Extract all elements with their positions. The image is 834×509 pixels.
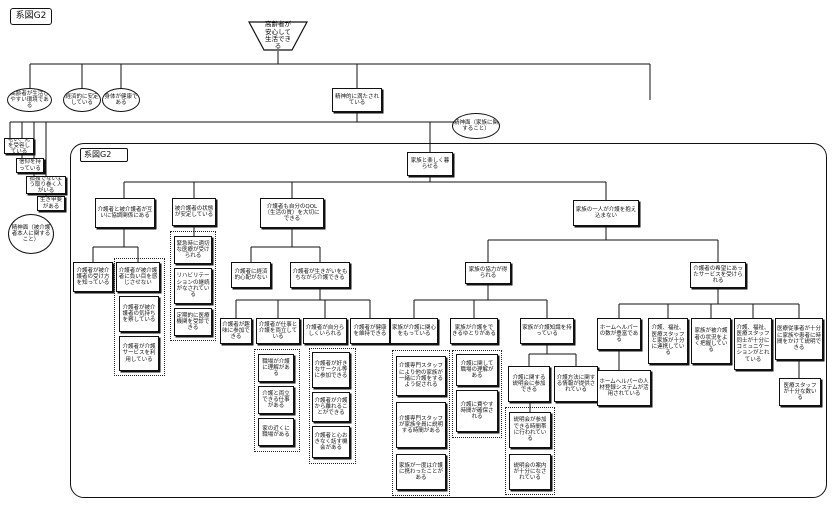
node-side-2: 信仰を持っている (16, 158, 44, 173)
node-stb-1: 緊急時に適切な医療が受けられる (174, 236, 212, 264)
group-work (254, 349, 300, 452)
node-sv-5: 医療従事者が十分に家族や患者に時間をかけて説明できる (775, 318, 823, 360)
top-goal-node: 高齢者が安心して生活できる (248, 20, 308, 51)
node-parent-b: 経済的に安定している (63, 88, 101, 112)
node-svc: 介護者の希望にあったサービスを受けられる (690, 262, 746, 288)
node-work-2: 介護と両立できる仕事がある (258, 386, 294, 414)
node-cat-stable: 被介護者の状態が安定している (172, 198, 216, 226)
node-self-1: 介護者が好きなサークル等に参加できる (312, 352, 350, 388)
group-stable (170, 231, 216, 341)
trapezoid-shape (248, 21, 308, 51)
group-rel-feel (114, 258, 165, 376)
group-c3-a (505, 407, 555, 495)
node-spirit: 精神面（家族に関すること） (452, 113, 500, 139)
node-parent-c: 身体が健康である (102, 88, 140, 112)
node-life-work: 介護者が仕事と介護を両立している (256, 318, 300, 344)
group-co-2 (452, 350, 502, 438)
node-qol-life: 介護者が生きがいをもちながら介護できる (290, 262, 350, 288)
node-mental: 精神的に満たされている (332, 88, 382, 112)
node-qol-econ: 介護者に経済的心配がない (231, 262, 271, 288)
node-co-3: 家族が介護知識を持っている (520, 318, 574, 344)
group-self (309, 348, 356, 464)
node-c1-c: 家族が一度は介護に携わったことがある (396, 454, 446, 490)
node-c2-b: 介護に費やす時間が確保される (456, 390, 498, 432)
group-co-1 (392, 350, 450, 496)
node-self-2: 介護者が介護から離れることができる (312, 392, 350, 422)
inner-figure-label: 系図G2 (80, 148, 128, 162)
node-work-1: 職場が介護に理解がある (258, 354, 294, 382)
node-sv-3: 家族が被介護者の状況をよく把握している (691, 318, 731, 364)
inner-frame (70, 143, 827, 498)
node-parent-a: 高齢者が生活しやすい環境である (7, 88, 52, 112)
node-work-3: 家の近くに職場がある (258, 418, 294, 446)
node-stb-3: 定期的に医療機関を受診できる (174, 308, 212, 336)
node-c1-b: 介護専門スタッフが家族全員に説明する時間がある (396, 402, 446, 448)
node-side-3: 孤独でないよう取り巻く人がいる (26, 176, 66, 194)
node-cat-alone: 家族の一人が介護を抱え込まない (573, 200, 639, 226)
node-rel-feel-2: 介護者が介護サービスを利用している (119, 336, 159, 371)
node-stb-2: リハビリテーションの継続がなされている (174, 268, 212, 304)
node-side-4: 生き甲斐がある (37, 196, 65, 211)
node-c3-a1: 説明会が参加できる時間帯に行われている (509, 412, 551, 448)
node-co-1: 家族が介護に関心をもっている (390, 318, 438, 344)
node-mental-self: 精神面（被介護者本人に関すること） (8, 214, 54, 254)
node-sv-5a: 医療スタッフが十分な数いる (779, 378, 821, 406)
node-c3-a2: 説明会の案内が十分になされている (509, 454, 551, 490)
node-rel-feel: 介護者が被介護者に負い目を感じさせない (116, 262, 160, 292)
node-life-health: 介護者が健康を維持できる (350, 318, 390, 344)
node-cat-relation: 介護者と被介護者が互いに協調関係にある (95, 198, 155, 228)
top-goal-text: 高齢者が安心して生活できる (265, 20, 291, 51)
node-cat-qol: 介護者も自分のQOL（生活の質）を大切にできる (260, 198, 324, 228)
node-sv-4: 介護、福祉、医療スタッフ同士が十分にコミュニケーションがとれている (734, 318, 772, 370)
node-c3-b: 介護方法に関する情報が提供されている (554, 366, 598, 402)
node-c2-a: 介護に関して職場の理解がある (456, 354, 498, 386)
node-root: 家族と楽しく暮らせる (407, 152, 453, 176)
node-side-1: 老い、死を受容している (4, 138, 34, 154)
node-c1-a: 介護専門スタッフにより他の家族が一緒に介護をするよう促される (396, 356, 446, 396)
node-sv-1a: ホームヘルパーの人材登録システムが活用されている (597, 370, 651, 406)
node-sv-1: ホームヘルパーの数が豊富である (597, 318, 641, 350)
node-self-3: 介護者と心おきなく話す機会がある (312, 426, 350, 458)
outer-figure-label: 系図G2 (10, 8, 52, 25)
node-sv-2: 介護、福祉、医療スタッフと家族が十分に連携している (648, 318, 688, 364)
node-co-2: 家族が介護をできるゆとりがある (450, 318, 498, 344)
node-rel-feel-1: 介護者が被介護者の気持ちを察している (119, 296, 159, 332)
node-c3-a: 介護に関する説明会に参加できる (508, 366, 550, 402)
node-rel-know: 介護者が被介護者の受け方を知っている (73, 262, 113, 292)
node-life-self: 介護者が自分らしくいられる (303, 318, 347, 344)
node-life-hobby: 介護者が趣味に参加できる (220, 318, 252, 344)
node-coop: 家族の協力が得られる (465, 262, 511, 284)
